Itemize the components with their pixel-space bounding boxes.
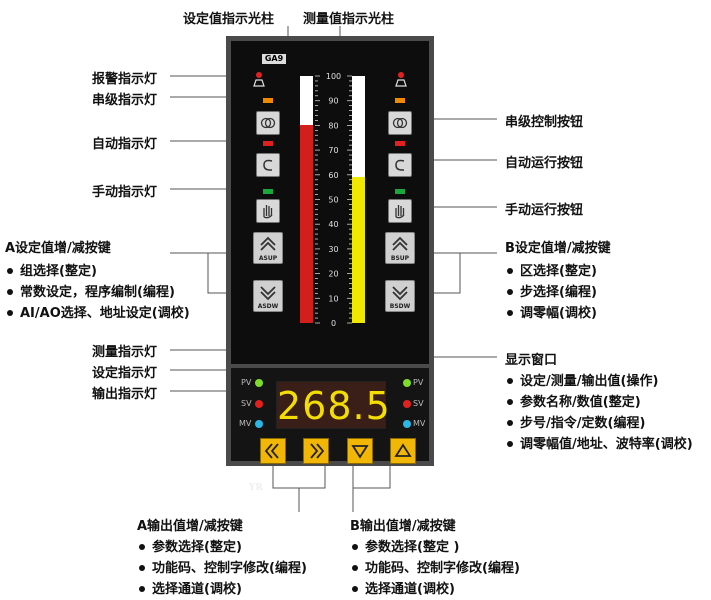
alarm-bell-icon	[395, 72, 407, 87]
auto-button-right[interactable]	[388, 153, 412, 177]
pv-led-label: PV	[413, 378, 424, 387]
pv-led	[255, 379, 263, 387]
model-logo: GA9	[262, 54, 286, 64]
scale-label: 30	[328, 245, 338, 254]
scale-label: 60	[328, 171, 338, 180]
setpoint-bar-fill	[300, 125, 313, 323]
sv-led-label: SV	[241, 399, 252, 408]
list-item: 调零幅(调校)	[507, 302, 597, 321]
mv-led	[403, 420, 411, 428]
asup-label: ASUP	[258, 255, 278, 262]
asdw-label: ASDW	[257, 303, 279, 310]
list-item: 功能码、控制字修改(编程)	[352, 557, 520, 576]
scale-label: 80	[328, 121, 338, 130]
list-item: 参数选择(整定 )	[352, 536, 459, 555]
a-output-keys-title: A输出值增/减按键	[137, 519, 243, 534]
list-item: 功能码、控制字修改(编程)	[139, 557, 307, 576]
display-value: 268.5	[277, 384, 391, 428]
mv-light-label: 输出指示灯	[92, 387, 158, 402]
list-item: 步号/指令/定数(编程)	[507, 412, 645, 431]
scale-label: 70	[328, 146, 338, 155]
b-setpoint-keys-title: B设定值增/减按键	[505, 241, 611, 256]
scale-label: 10	[328, 294, 338, 303]
b-output-increase-button[interactable]	[390, 438, 416, 464]
scale-label: 40	[328, 220, 338, 229]
bsup-label: BSUP	[390, 255, 410, 262]
cascade-light-label: 串级指示灯	[92, 93, 158, 108]
brand-logo: YR	[249, 483, 263, 493]
manual-light-right	[395, 189, 405, 194]
lower-panel: PV SV MV 268.5 PV SV MV YR	[231, 368, 429, 493]
manual-light-left	[263, 189, 273, 194]
mv-led	[255, 420, 263, 428]
a-output-decrease-button[interactable]	[260, 438, 286, 464]
display-window-title: 显示窗口	[505, 353, 558, 368]
scale-label: 0	[331, 319, 336, 328]
auto-light-right	[395, 141, 405, 146]
cascade-light-left	[263, 98, 273, 103]
scale-label: 90	[328, 97, 338, 106]
manual-button-label: 手动运行按钮	[505, 203, 584, 218]
sv-led-label: SV	[413, 399, 424, 408]
asup-button[interactable]: ASUP	[253, 232, 283, 264]
bsup-button[interactable]: BSUP	[385, 232, 415, 264]
list-item: AI/AO选择、地址设定(调校)	[7, 302, 190, 321]
auto-light-left	[263, 141, 273, 146]
mv-led-label: MV	[413, 419, 426, 428]
mv-led-label: MV	[239, 419, 252, 428]
pv-bar-label: 测量值指示光柱	[303, 12, 395, 27]
bsdw-label: BSDW	[389, 303, 411, 310]
auto-button-left[interactable]	[256, 153, 280, 177]
cascade-light-right	[395, 98, 405, 103]
pv-led	[403, 379, 411, 387]
auto-button-label: 自动运行按钮	[505, 156, 584, 171]
list-item: 组选择(整定)	[7, 260, 97, 279]
manual-button-right[interactable]	[388, 199, 412, 223]
scale-label: 100	[326, 72, 341, 81]
list-item: 常数设定，程序编制(编程)	[7, 281, 175, 300]
list-item: 参数选择(整定)	[139, 536, 242, 555]
a-setpoint-keys-title: A设定值增/减按键	[5, 241, 111, 256]
list-item: 调零幅值/地址、波特率(调校)	[507, 433, 693, 452]
list-item: 选择通道(调校)	[139, 578, 242, 597]
scale-label: 50	[328, 196, 338, 205]
measured-bar-fill	[352, 177, 365, 323]
display-window: 268.5	[276, 381, 391, 429]
list-item: 设定/测量/输出值(操作)	[507, 370, 658, 389]
bsdw-button[interactable]: BSDW	[385, 280, 415, 312]
sv-light-label: 设定指示灯	[92, 366, 158, 381]
manual-button-left[interactable]	[256, 199, 280, 223]
cascade-button-right[interactable]	[388, 111, 412, 135]
b-output-decrease-button[interactable]	[347, 438, 373, 464]
auto-light-label: 自动指示灯	[92, 137, 158, 152]
a-output-increase-button[interactable]	[303, 438, 329, 464]
cascade-button-left[interactable]	[256, 111, 280, 135]
manual-light-label: 手动指示灯	[92, 185, 158, 200]
list-item: 选择通道(调校)	[352, 578, 455, 597]
list-item: 参数名称/数值(整定)	[507, 391, 641, 410]
list-item: 区选择(整定)	[507, 260, 597, 279]
sv-bar-label: 设定值指示光柱	[183, 12, 275, 27]
pv-light-label: 测量指示灯	[92, 345, 158, 360]
list-item: 步选择(编程)	[507, 281, 597, 300]
pv-led-label: PV	[241, 378, 252, 387]
sv-led	[255, 400, 263, 408]
asdw-button[interactable]: ASDW	[253, 280, 283, 312]
alarm-light-label: 报警指示灯	[92, 72, 158, 87]
scale-label: 20	[328, 270, 338, 279]
b-output-keys-title: B输出值增/减按键	[350, 519, 456, 534]
cascade-button-label: 串级控制按钮	[505, 115, 584, 130]
alarm-bell-icon	[253, 72, 265, 87]
sv-led	[403, 400, 411, 408]
